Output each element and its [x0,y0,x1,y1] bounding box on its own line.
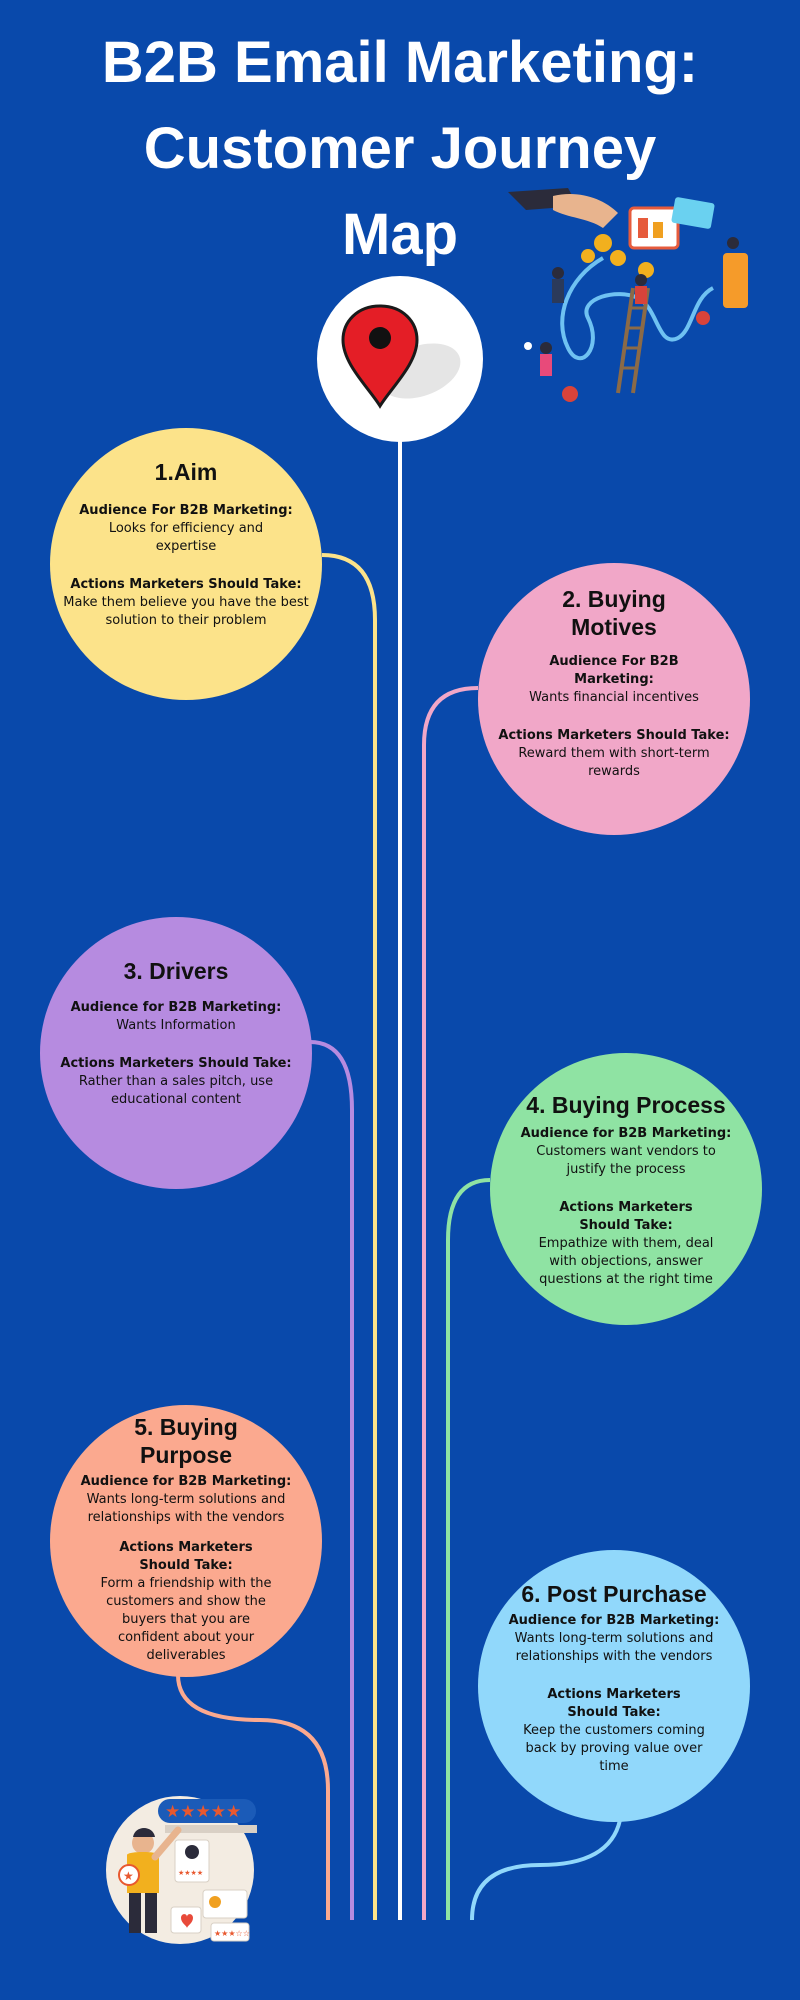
title-line-1: B2B Email Marketing: [101,30,699,95]
page-title: B2B Email Marketing: Customer Journey Ma… [0,20,800,278]
stage-heading: 1.Aim [154,459,218,485]
action-label: Actions Marketers Should Take: [559,1200,693,1233]
stage-circle-5: 5. Buying Purpose Audience for B2B Marke… [50,1405,322,1677]
action-label: Actions Marketers Should Take: [547,1687,681,1720]
action-text: Reward them with short-term rewards [518,746,710,779]
svg-text:★: ★ [123,1869,134,1883]
action-label: Actions Marketers Should Take: [70,577,302,592]
stage-circle-1: 1.Aim Audience For B2B Marketing: Looks … [50,428,322,700]
connector-stage-1 [321,553,377,1920]
action-text: Make them believe you have the best solu… [63,595,309,628]
audience-label: Audience for B2B Marketing: [70,1000,282,1015]
stage-heading: 6. Post Purchase [521,1581,707,1607]
audience-text: Wants Information [116,1018,236,1033]
audience-label: Audience for B2B Marketing: [520,1126,732,1141]
stage-circle-6: 6. Post Purchase Audience for B2B Market… [478,1550,750,1822]
audience-label: Audience For B2B Marketing: [549,654,679,687]
action-label: Actions Marketers Should Take: [498,728,730,743]
stage-circle-3: 3. Drivers Audience for B2B Marketing: W… [40,917,312,1189]
audience-text: Looks for efficiency and expertise [108,521,264,554]
svg-text:★★★★★: ★★★★★ [165,1802,241,1822]
svg-text:★★★☆☆: ★★★☆☆ [214,1929,250,1938]
stage-circle-4: 4. Buying Process Audience for B2B Marke… [490,1053,762,1325]
stage-heading: 4. Buying Process [526,1092,726,1118]
action-label: Actions Marketers Should Take: [119,1540,253,1573]
audience-label: Audience for B2B Marketing: [508,1613,720,1628]
audience-label: Audience for B2B Marketing: [80,1474,292,1489]
connector-stage-6 [470,1819,622,1921]
map-pin-icon [341,304,461,409]
action-text: Empathize with them, deal with objection… [538,1236,714,1287]
audience-label: Audience For B2B Marketing: [79,503,293,518]
customer-review-icon: ★★★★★ ★★★★ ★★★☆☆ ★ [106,1796,257,1944]
connector-stage-2 [422,686,479,1920]
title-line-3: Map [342,202,458,267]
marketing-funnel-illustration [508,188,748,402]
action-text: Keep the customers coming back by provin… [523,1723,705,1774]
action-text: Form a friendship with the customers and… [100,1576,272,1663]
audience-text: Wants financial incentives [529,690,699,705]
customer-review-illustration: ★★★★★ ★★★★ ★★★☆☆ ★ [103,1795,258,1945]
stage-heading: 5. Buying Purpose [134,1414,238,1468]
connector-stage-5 [176,1674,330,1920]
stage-circle-2: 2. Buying Motives Audience For B2B Marke… [478,563,750,835]
audience-text: Wants long-term solutions and relationsh… [514,1631,714,1664]
title-line-2: Customer Journey [143,116,657,181]
action-text: Rather than a sales pitch, use education… [78,1074,274,1107]
map-pin-badge [317,276,483,442]
action-label: Actions Marketers Should Take: [60,1056,292,1071]
connector-stage-4 [446,1178,491,1920]
audience-text: Wants long-term solutions and relationsh… [86,1492,286,1525]
svg-text:★★★★: ★★★★ [178,1869,203,1877]
stage-heading: 2. Buying Motives [562,586,666,640]
stage-heading: 3. Drivers [123,958,229,984]
audience-text: Customers want vendors to justify the pr… [536,1144,716,1177]
connector-stage-3 [309,1040,354,1920]
